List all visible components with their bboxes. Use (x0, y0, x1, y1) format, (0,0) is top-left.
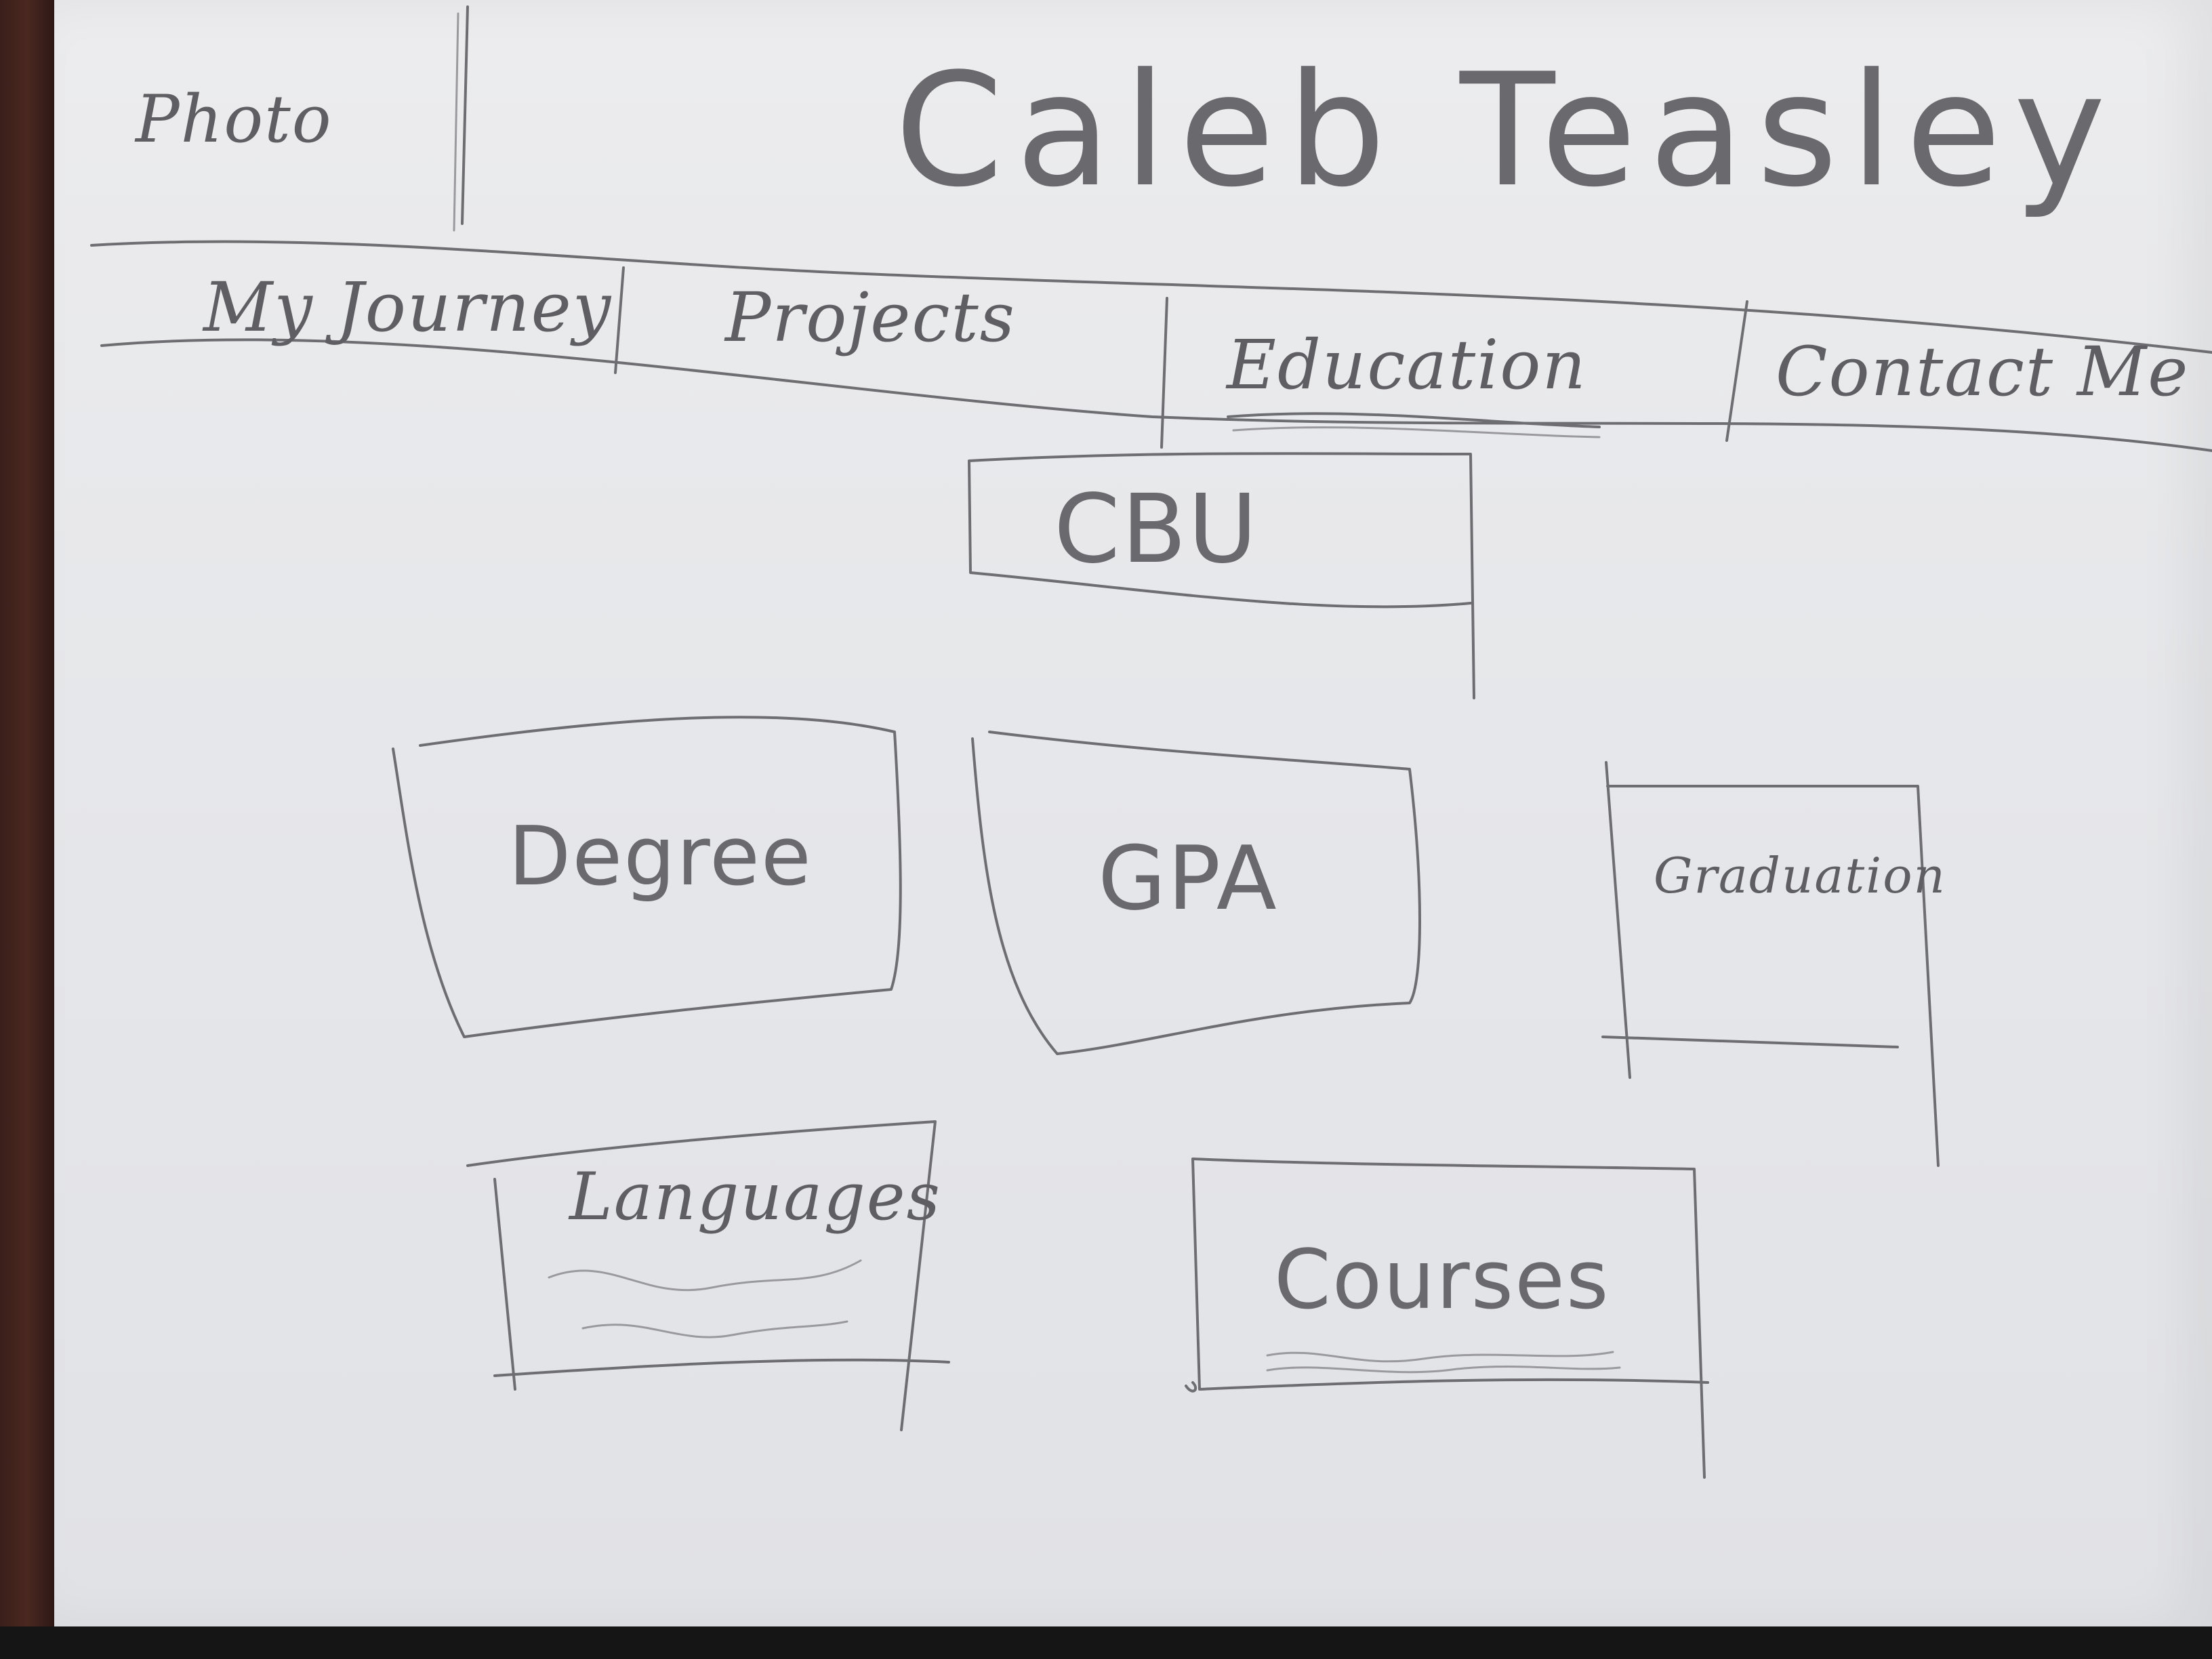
table-edge (0, 1626, 2212, 1659)
tab-my-journey[interactable]: My Journey (203, 268, 613, 347)
languages-scribble-2 (581, 1320, 848, 1338)
photo-box-right-edge-retrace (453, 12, 459, 232)
graduation-card-outline (1601, 761, 1940, 1167)
languages-scribble-1 (548, 1259, 862, 1292)
languages-card-label: Languages (569, 1159, 941, 1235)
nav-bottom-line (100, 338, 2212, 452)
courses-card-label: Courses (1274, 1233, 1610, 1328)
gpa-card-outline (971, 731, 1421, 1055)
page-title: Caleb Teasley (895, 41, 2118, 222)
nav-separator-3 (1725, 300, 1748, 442)
tab-contact-me[interactable]: Contact Me (1776, 332, 2190, 411)
degree-card-label: Degree (508, 810, 813, 904)
tab-projects[interactable]: Projects (725, 278, 1016, 357)
tab-education[interactable]: Education (1227, 325, 1587, 405)
degree-card-outline (392, 716, 902, 1038)
sketch-paper (54, 0, 2212, 1626)
cbu-box-outline (968, 452, 1475, 699)
school-heading: CBU (1054, 474, 1259, 585)
header-divider (90, 240, 2212, 354)
courses-scribble-2 (1266, 1365, 1621, 1374)
gpa-card-label: GPA (1098, 827, 1278, 930)
photo-placeholder: Photo (136, 81, 333, 157)
nav-separator-1 (614, 266, 625, 374)
education-underline-2 (1232, 426, 1601, 438)
languages-card-outline (466, 1120, 950, 1431)
education-underline (1227, 412, 1601, 428)
courses-scribble-1 (1266, 1351, 1614, 1363)
photo-box-right-edge (461, 5, 469, 225)
nav-separator-2 (1160, 297, 1168, 449)
graduation-card-label: Graduation (1654, 847, 1946, 904)
courses-card-outline (1185, 1158, 1709, 1479)
